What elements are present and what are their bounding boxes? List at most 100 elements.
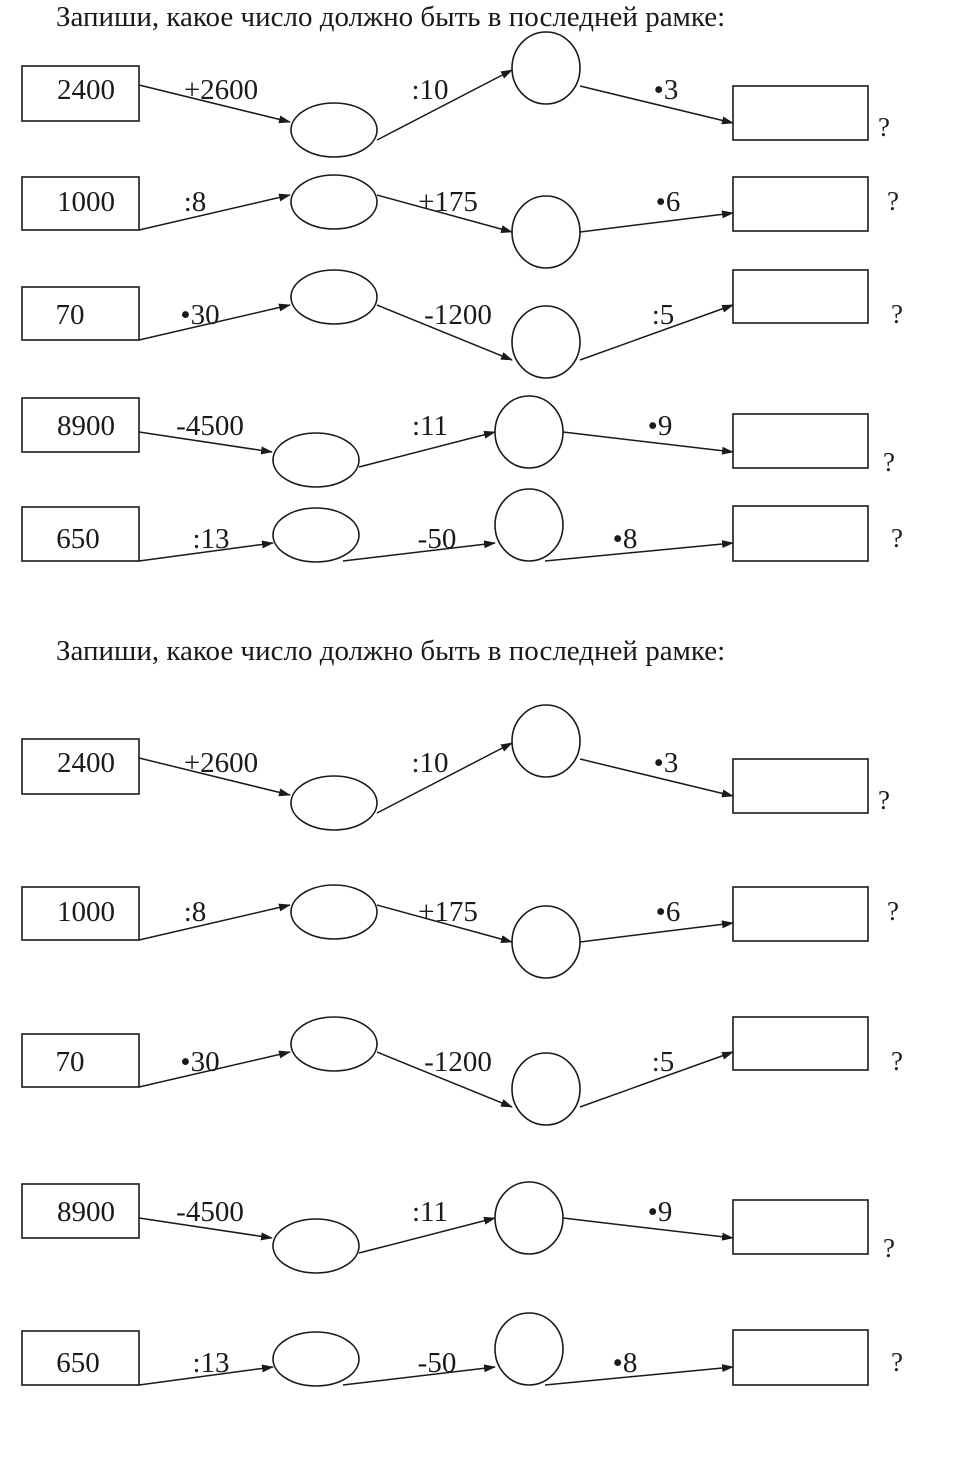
operation-label-1: :13	[192, 1347, 229, 1379]
intermediate-circle-answer[interactable]	[494, 488, 564, 562]
operation-label-2: -1200	[424, 299, 492, 331]
intermediate-oval-answer[interactable]	[272, 507, 360, 563]
operation-label-1: :13	[192, 523, 229, 555]
arrow-2	[358, 430, 496, 468]
start-number-box	[21, 1330, 140, 1386]
chain-row: 650 :13 -50 •8?	[21, 1312, 903, 1387]
arrow-3	[579, 1051, 734, 1108]
operation-label-1: +2600	[184, 74, 258, 106]
arrow-3	[544, 540, 734, 562]
operation-label-2: :11	[412, 1196, 448, 1228]
final-answer-box[interactable]	[732, 758, 869, 814]
arrow-2	[342, 540, 496, 562]
operation-label-2: :10	[411, 74, 448, 106]
intermediate-oval-answer[interactable]	[290, 884, 378, 940]
intermediate-oval-answer[interactable]	[290, 102, 378, 158]
intermediate-circle-answer[interactable]	[494, 1312, 564, 1386]
intermediate-oval-answer[interactable]	[272, 1331, 360, 1387]
start-number-box	[21, 286, 140, 341]
operation-label-1: •30	[180, 1046, 219, 1078]
start-number: 650	[56, 523, 100, 555]
operation-label-3: •8	[613, 523, 638, 555]
start-number: 650	[56, 1347, 100, 1379]
arrow-1	[138, 431, 273, 455]
final-answer-box[interactable]	[732, 269, 869, 324]
operation-label-1: -4500	[176, 1196, 244, 1228]
operation-label-2: -50	[418, 1347, 457, 1379]
intermediate-circle-answer[interactable]	[511, 704, 581, 778]
start-number: 70	[56, 299, 85, 331]
chain-row: 1000 :8 +175 •6?	[21, 884, 899, 979]
final-answer-box[interactable]	[732, 176, 869, 232]
question-mark: ?	[887, 896, 899, 926]
operation-label-3: •6	[656, 186, 681, 218]
arrow-1	[138, 303, 291, 341]
question-mark: ?	[891, 1347, 903, 1377]
arrow-3	[579, 304, 734, 361]
chain-row: 8900-4500:11•9?	[21, 1181, 895, 1274]
final-answer-box[interactable]	[732, 85, 869, 141]
question-mark: ?	[891, 299, 903, 329]
intermediate-circle-answer[interactable]	[511, 31, 581, 105]
final-answer-box[interactable]	[732, 505, 869, 562]
final-answer-box[interactable]	[732, 1016, 869, 1071]
operation-label-1: :8	[184, 896, 207, 928]
start-number-box	[21, 65, 140, 122]
start-number: 70	[56, 1046, 85, 1078]
intermediate-oval-answer[interactable]	[272, 1218, 360, 1274]
intermediate-circle-answer[interactable]	[511, 305, 581, 379]
final-answer-box[interactable]	[732, 1329, 869, 1386]
start-number: 1000	[57, 186, 115, 218]
arrow-1	[138, 1217, 273, 1241]
arrow-3	[579, 85, 734, 125]
chain-row: 2400 +2600 :10 •3?	[21, 31, 890, 158]
arrow-2	[376, 1051, 513, 1108]
intermediate-circle-answer[interactable]	[494, 1181, 564, 1255]
start-number-box	[21, 397, 140, 453]
task-title: Запиши, какое число должно быть в послед…	[56, 635, 725, 667]
operation-label-1: :8	[184, 186, 207, 218]
chain-row: 70•30-1200:5?	[21, 1016, 903, 1126]
task-title: Запиши, какое число должно быть в послед…	[56, 1, 725, 33]
final-answer-box[interactable]	[732, 886, 869, 942]
arrow-3	[579, 920, 734, 943]
arrow-3	[579, 758, 734, 798]
intermediate-oval-answer[interactable]	[290, 269, 378, 325]
operation-label-3: •3	[654, 74, 679, 106]
operation-label-3: :5	[652, 299, 675, 331]
intermediate-oval-answer[interactable]	[272, 432, 360, 488]
start-number-box	[21, 1033, 140, 1088]
intermediate-circle-answer[interactable]	[511, 1052, 581, 1126]
arrow-3	[562, 1217, 734, 1241]
question-mark: ?	[883, 1233, 895, 1263]
arrow-3	[544, 1364, 734, 1386]
start-number: 2400	[57, 74, 115, 106]
question-mark: ?	[891, 523, 903, 553]
question-mark: ?	[878, 112, 890, 142]
operation-label-2: +175	[418, 896, 478, 928]
question-mark: ?	[891, 1046, 903, 1076]
arrow-1	[138, 903, 291, 941]
operation-label-3: •3	[654, 747, 679, 779]
start-number-box	[21, 176, 140, 231]
intermediate-circle-answer[interactable]	[511, 905, 581, 979]
intermediate-circle-answer[interactable]	[494, 395, 564, 469]
chain-row: 1000:8+175•6?	[21, 174, 899, 269]
intermediate-oval-answer[interactable]	[290, 775, 378, 831]
start-number: 8900	[57, 1196, 115, 1228]
intermediate-circle-answer[interactable]	[511, 195, 581, 269]
arrow-1	[138, 84, 291, 124]
question-mark: ?	[878, 785, 890, 815]
intermediate-oval-answer[interactable]	[290, 174, 378, 230]
start-number-box	[21, 738, 140, 795]
start-number-box	[21, 886, 140, 941]
operation-label-3: •6	[656, 896, 681, 928]
arrow-3	[562, 431, 734, 455]
arrow-2	[376, 194, 513, 233]
intermediate-oval-answer[interactable]	[290, 1016, 378, 1072]
start-number: 1000	[57, 896, 115, 928]
final-answer-box[interactable]	[732, 1199, 869, 1255]
operation-label-3: •8	[613, 1347, 638, 1379]
final-answer-box[interactable]	[732, 413, 869, 469]
